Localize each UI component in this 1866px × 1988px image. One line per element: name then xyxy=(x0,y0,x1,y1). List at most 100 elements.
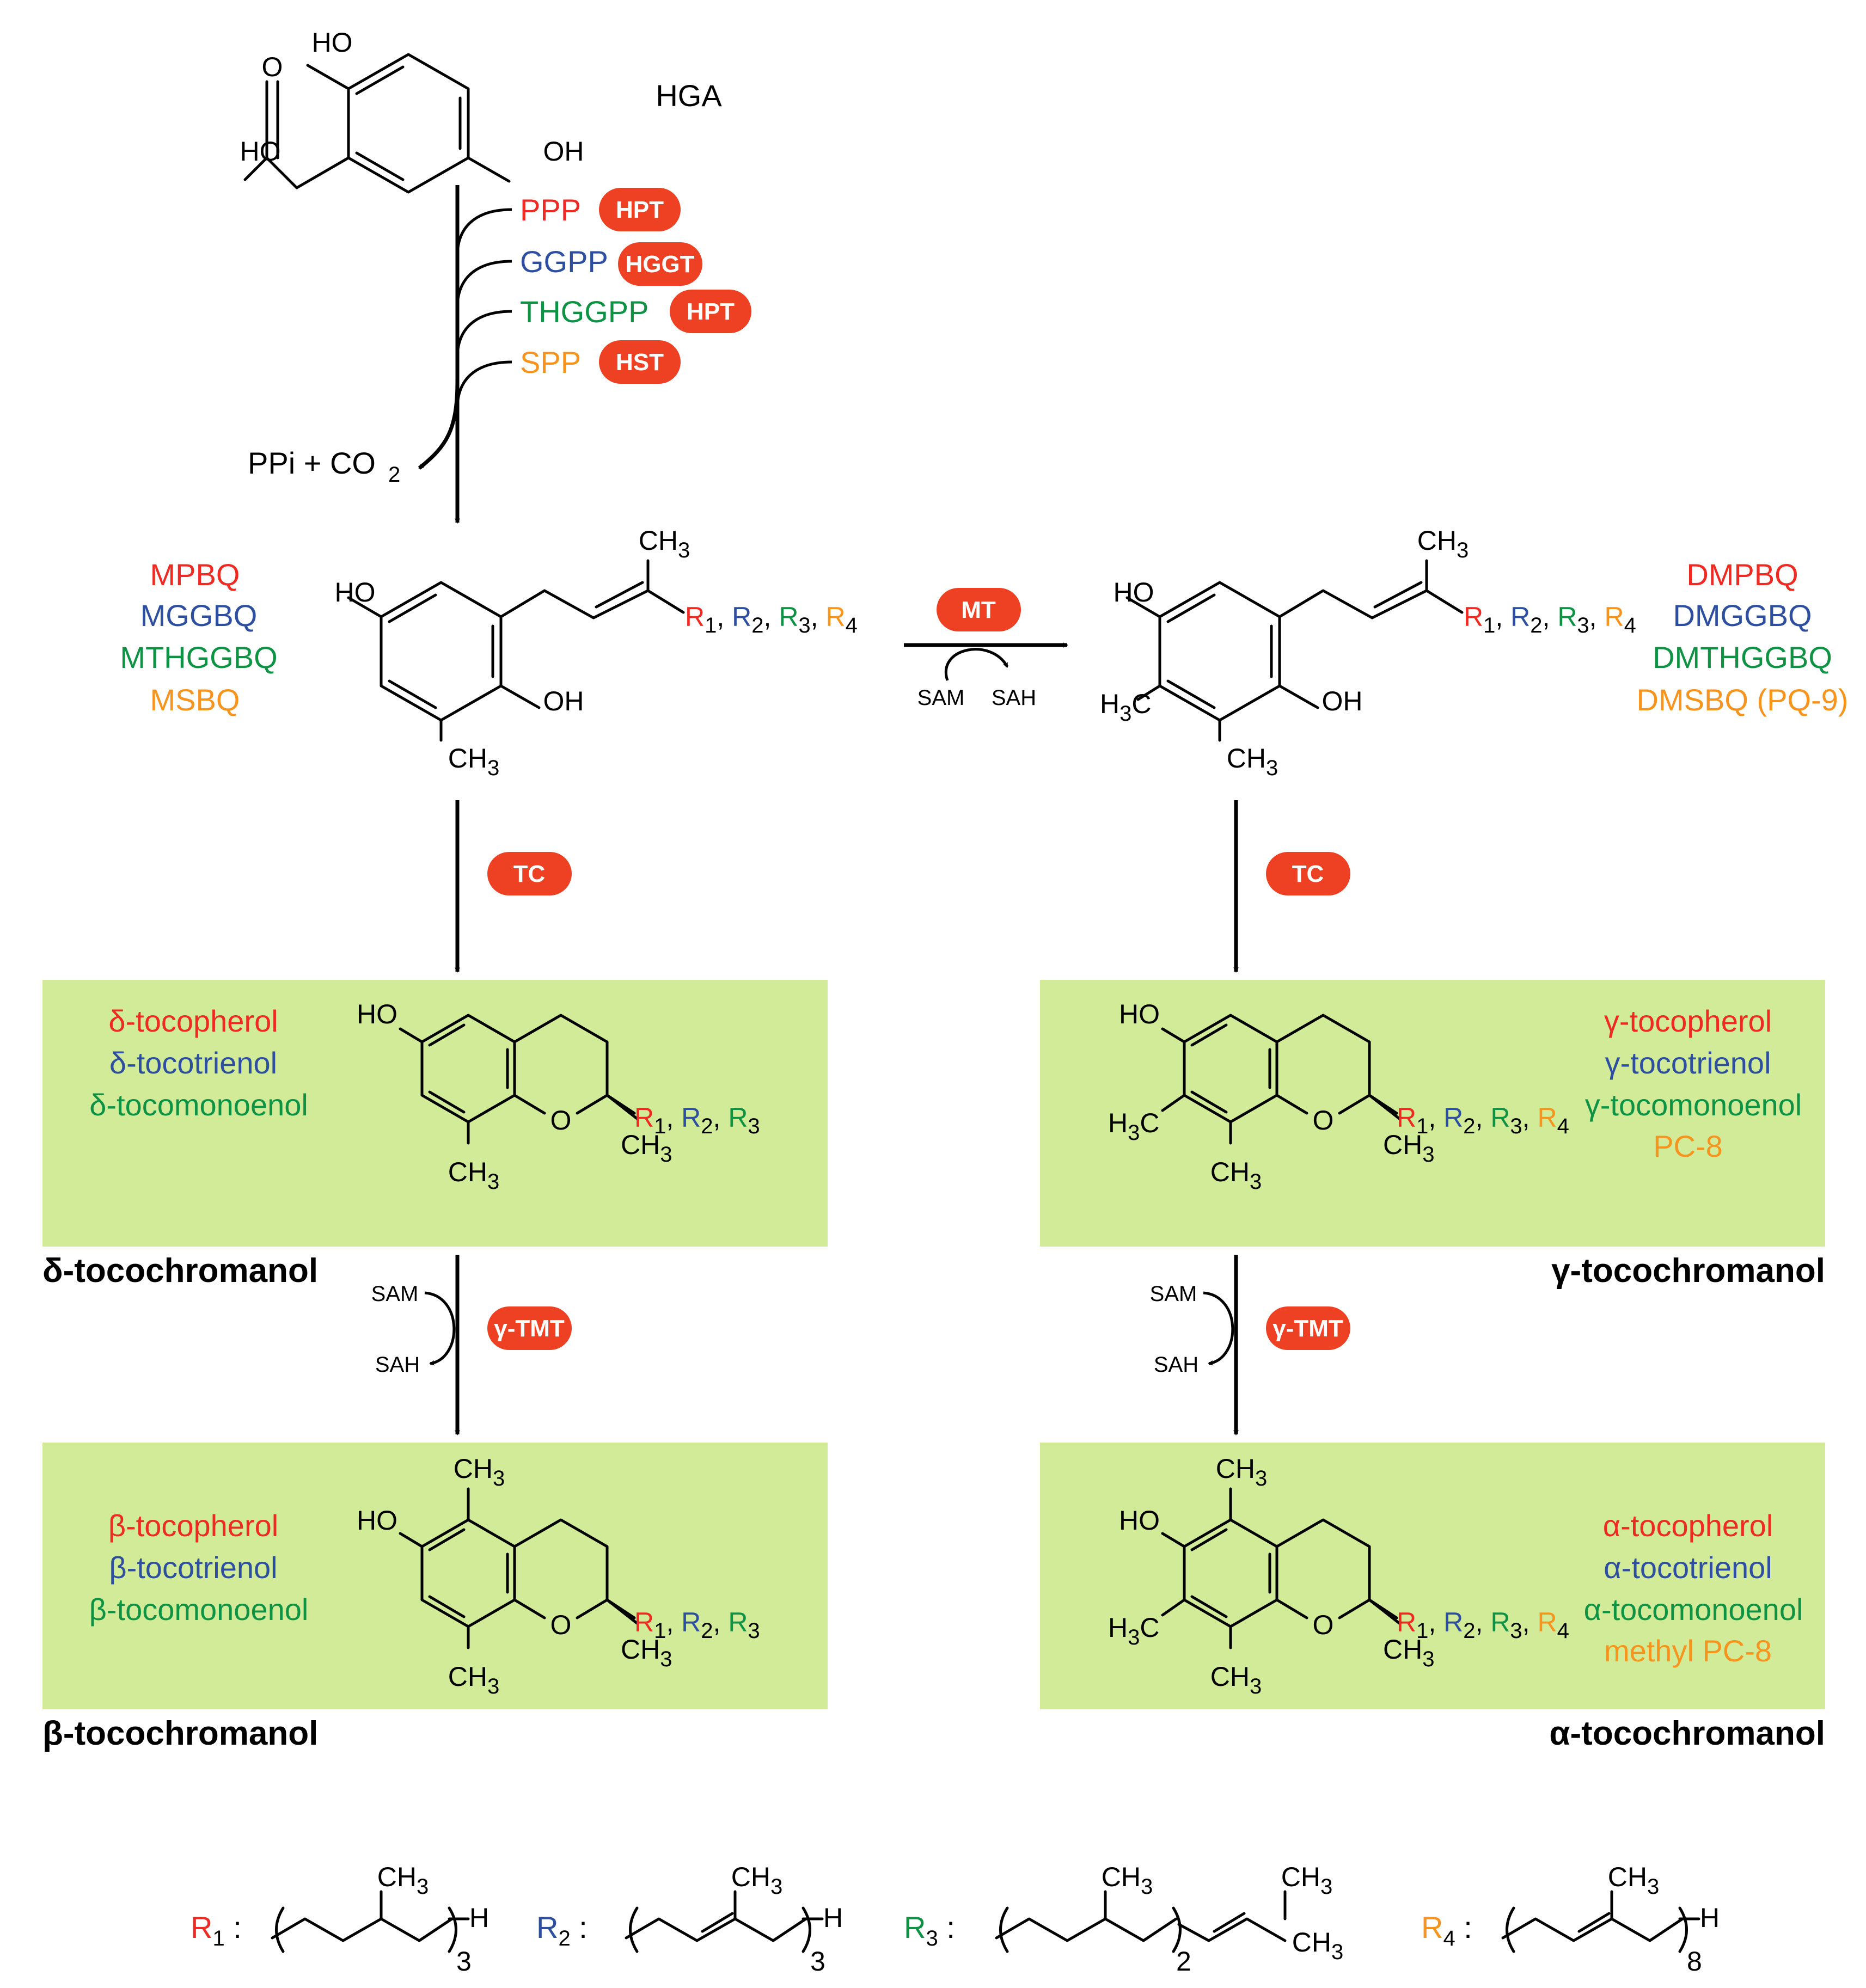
beta-ch3-bottom: CH3 xyxy=(448,1661,499,1698)
ppp-branch xyxy=(456,208,512,256)
gtmt-badge-right-label: γ-TMT xyxy=(1272,1315,1343,1342)
spp-branch xyxy=(456,360,512,409)
gtmt-sam-right: SAM xyxy=(1150,1282,1197,1306)
mt-sah-label: SAH xyxy=(992,686,1036,710)
r1-legend-label: R1 : xyxy=(191,1910,242,1950)
delta-ch3-bottom: CH3 xyxy=(448,1157,499,1194)
gamma-tocotrienol: γ-tocotrienol xyxy=(1605,1046,1771,1080)
r4-legend-structure xyxy=(1501,1890,1700,1953)
mt-sam-label: SAM xyxy=(917,686,965,710)
r1-ch3: CH3 xyxy=(377,1862,429,1899)
hga-o-label: O xyxy=(262,52,283,82)
alpha-tocomonoenol: α-tocomonoenol xyxy=(1584,1592,1803,1627)
alpha-ch3-top: CH3 xyxy=(1216,1453,1267,1490)
byproduct-label: PPi + CO xyxy=(248,446,376,480)
r3-ch3-a: CH3 xyxy=(1102,1862,1153,1899)
thggpp-branch xyxy=(456,310,512,358)
beta-ho: HO xyxy=(357,1505,397,1536)
hst-badge xyxy=(599,340,681,384)
beta-tocotrienol: β-tocotrienol xyxy=(109,1550,277,1585)
gamma-r-groups: R1, R2, R3, R4 xyxy=(1397,1102,1569,1138)
gamma-title: γ-tocochromanol xyxy=(1551,1252,1825,1290)
left-ho-label: HO xyxy=(335,577,376,608)
beta-structure xyxy=(399,1487,639,1649)
ggpp-label: GGPP xyxy=(520,244,608,279)
r4-ch3: CH3 xyxy=(1608,1862,1659,1899)
left-oh-label: OH xyxy=(543,686,584,716)
beta-ch3-top: CH3 xyxy=(454,1453,505,1490)
byproduct-arrow xyxy=(418,381,460,470)
gtmt-sah-left: SAH xyxy=(375,1353,420,1377)
delta-ch3-ring: CH3 xyxy=(621,1130,672,1167)
tc-badge-right-label: TC xyxy=(1292,861,1324,887)
right-ch3-bottom: CH3 xyxy=(1227,743,1278,780)
gtmt-badge-right xyxy=(1266,1306,1350,1350)
spp-label: SPP xyxy=(520,345,581,379)
r2-repeat: 3 xyxy=(810,1946,825,1977)
gamma-o: O xyxy=(1313,1105,1334,1136)
r2-legend-label: R2 : xyxy=(536,1910,588,1950)
beta-tocomonoenol: β-tocomonoenol xyxy=(89,1592,309,1627)
gamma-structure xyxy=(1161,1014,1401,1145)
beta-r-groups: R1, R2, R3 xyxy=(634,1607,760,1643)
gtmt-sam-left: SAM xyxy=(371,1282,419,1306)
alpha-structure xyxy=(1161,1487,1401,1649)
dmggbq-label: DMGGBQ xyxy=(1673,598,1812,633)
delta-tocotrienol: δ-tocotrienol xyxy=(109,1046,277,1080)
gamma-tocomonoenol: γ-tocomonoenol xyxy=(1585,1088,1802,1122)
ggpp-branch xyxy=(456,260,512,308)
left-ch3-top: CH3 xyxy=(639,525,690,562)
alpha-box xyxy=(1040,1443,1825,1709)
right-oh-label: OH xyxy=(1322,686,1363,716)
left-intermediate-structure xyxy=(347,559,685,742)
alpha-tocopherol: α-tocopherol xyxy=(1603,1508,1773,1543)
hpt-badge-2-label: HPT xyxy=(687,298,735,325)
mt-badge-label: MT xyxy=(961,597,996,623)
hggt-badge xyxy=(618,242,702,286)
tc-badge-left xyxy=(487,852,572,895)
hga-label: HGA xyxy=(656,78,722,113)
r2-legend-structure xyxy=(625,1890,824,1953)
alpha-tocotrienol: α-tocotrienol xyxy=(1604,1550,1772,1585)
alpha-o: O xyxy=(1313,1610,1334,1640)
mggbq-label: MGGBQ xyxy=(140,598,258,633)
gamma-box xyxy=(1040,980,1825,1247)
msbq-label: MSBQ xyxy=(150,683,240,717)
hpt-badge-2 xyxy=(670,290,751,333)
thggpp-label: THGGPP xyxy=(520,294,648,329)
hst-badge-label: HST xyxy=(616,349,664,376)
alpha-title: α-tocochromanol xyxy=(1549,1715,1825,1752)
r2-h: H xyxy=(823,1903,843,1933)
r2-ch3: CH3 xyxy=(731,1862,782,1899)
beta-title: β-tocochromanol xyxy=(42,1715,318,1752)
r3-legend-label: R3 : xyxy=(904,1910,955,1950)
tc-badge-left-label: TC xyxy=(513,861,546,887)
r3-ch3-b: CH3 xyxy=(1281,1862,1332,1899)
hpt-badge-1-label: HPT xyxy=(616,197,664,223)
mthggbq-label: MTHGGBQ xyxy=(120,640,277,674)
left-r-groups: R1, R2, R3, R4 xyxy=(685,602,858,637)
mt-sam-curve xyxy=(945,648,1009,681)
right-intermediate-structure xyxy=(1125,559,1464,742)
delta-ho: HO xyxy=(357,999,397,1029)
gtmt-sah-right: SAH xyxy=(1154,1353,1198,1377)
alpha-ch3-ring: CH3 xyxy=(1383,1634,1434,1671)
delta-tocomonoenol: δ-tocomonoenol xyxy=(89,1088,308,1122)
alpha-ch3-bottom: CH3 xyxy=(1210,1661,1262,1698)
mpbq-label: MPBQ xyxy=(150,557,240,592)
delta-r-groups: R1, R2, R3 xyxy=(634,1102,760,1138)
r3-legend-structure xyxy=(995,1890,1287,1953)
beta-o: O xyxy=(550,1610,572,1640)
r4-repeat: 8 xyxy=(1687,1946,1702,1977)
hpt-badge-1 xyxy=(599,188,681,231)
beta-ch3-ring: CH3 xyxy=(621,1634,672,1671)
gamma-pc8: PC-8 xyxy=(1653,1129,1723,1163)
beta-box xyxy=(42,1443,828,1709)
dmsbq-label: DMSBQ (PQ-9) xyxy=(1637,683,1849,717)
right-ch3-top: CH3 xyxy=(1417,525,1469,562)
gamma-tocopherol: γ-tocopherol xyxy=(1604,1004,1772,1038)
dmpbq-label: DMPBQ xyxy=(1686,557,1798,592)
r3-repeat: 2 xyxy=(1176,1946,1191,1977)
hga-acid-ho-label: HO xyxy=(240,136,281,167)
